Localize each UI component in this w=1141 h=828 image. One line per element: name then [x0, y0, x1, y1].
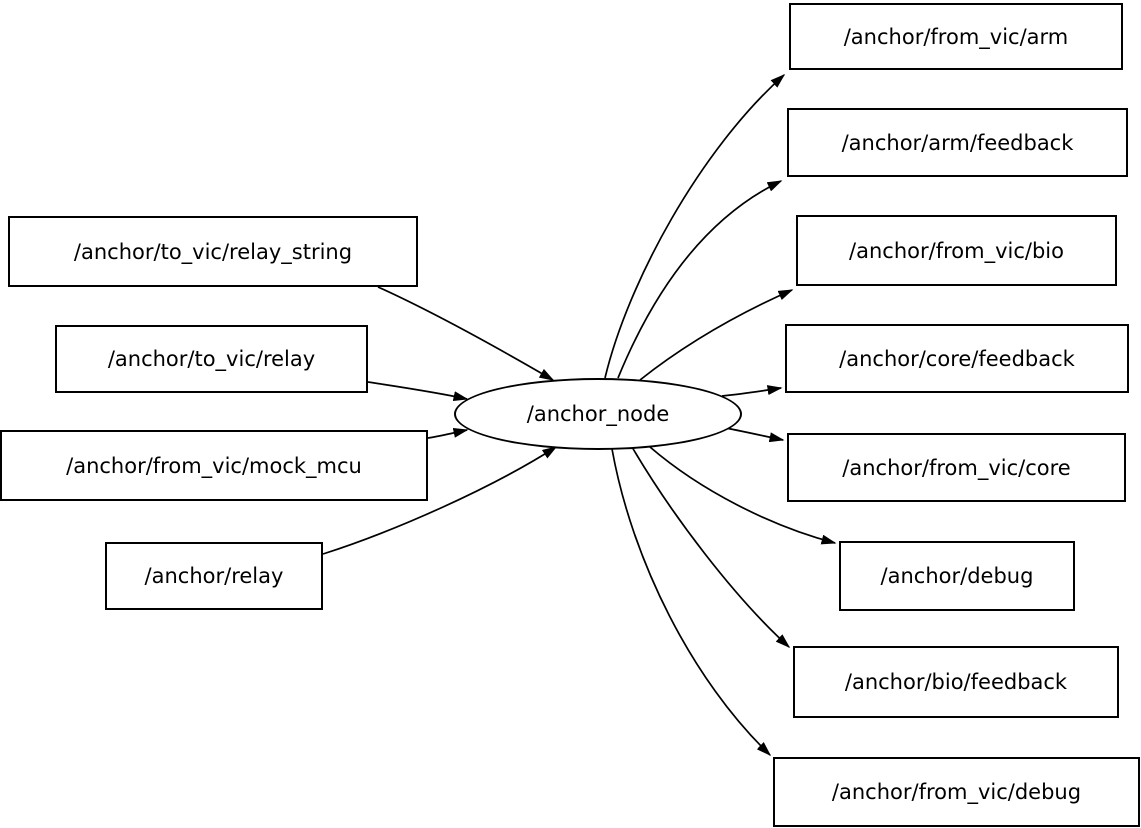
topic-node-arm-feedback: /anchor/arm/feedback [787, 108, 1128, 177]
topic-label: /anchor/to_vic/relay [107, 347, 316, 371]
node-label: /anchor_node [526, 402, 670, 426]
edge-anchor-node-to-from-vic-arm [604, 74, 786, 379]
topic-label: /anchor/relay [144, 564, 284, 588]
topic-node-from-vic-debug: /anchor/from_vic/debug [773, 757, 1140, 827]
edge-anchor-node-to-from-vic-bio [639, 289, 794, 381]
topic-label: /anchor/bio/feedback [844, 670, 1068, 694]
edge-to-vic-relay-to-anchor-node [367, 381, 469, 402]
edge-anchor-node-to-from-vic-debug [611, 448, 772, 757]
topic-node-relay: /anchor/relay [105, 542, 323, 610]
topic-node-core-feedback: /anchor/core/feedback [785, 324, 1129, 393]
topic-label: /anchor/from_vic/core [842, 455, 1071, 480]
edge-from-vic-mock-mcu-to-anchor-node [427, 427, 469, 439]
topic-label: /anchor/from_vic/bio [849, 238, 1064, 263]
topic-node-debug: /anchor/debug [839, 541, 1075, 611]
topic-label: /anchor/arm/feedback [841, 130, 1074, 155]
node-anchor-node: /anchor_node [454, 378, 742, 450]
edge-anchor-node-to-bio-feedback [631, 446, 791, 649]
topic-node-from-vic-bio: /anchor/from_vic/bio [796, 215, 1117, 286]
topic-node-from-vic-mock-mcu: /anchor/from_vic/mock_mcu [0, 430, 428, 501]
edge-anchor-node-to-from-vic-core [725, 427, 785, 443]
edge-relay-to-anchor-node [322, 446, 558, 555]
topic-label: /anchor/from_vic/arm [843, 24, 1069, 49]
topic-node-from-vic-core: /anchor/from_vic/core [787, 433, 1126, 502]
topic-node-bio-feedback: /anchor/bio/feedback [793, 646, 1119, 718]
topic-node-to-vic-relay: /anchor/to_vic/relay [55, 325, 368, 393]
edge-to-vic-relay-string-to-anchor-node [377, 286, 555, 381]
edge-anchor-node-to-core-feedback [721, 385, 783, 397]
topic-node-from-vic-arm: /anchor/from_vic/arm [789, 3, 1123, 70]
topic-label: /anchor/from_vic/debug [831, 780, 1082, 804]
topic-label: /anchor/debug [880, 564, 1034, 588]
topic-node-to-vic-relay-string: /anchor/to_vic/relay_string [8, 216, 418, 287]
topic-label: /anchor/from_vic/mock_mcu [66, 453, 362, 478]
edge-anchor-node-to-debug [649, 446, 837, 545]
topic-label: /anchor/core/feedback [839, 346, 1075, 371]
edge-anchor-node-to-arm-feedback [617, 180, 783, 379]
topic-label: /anchor/to_vic/relay_string [73, 239, 353, 264]
